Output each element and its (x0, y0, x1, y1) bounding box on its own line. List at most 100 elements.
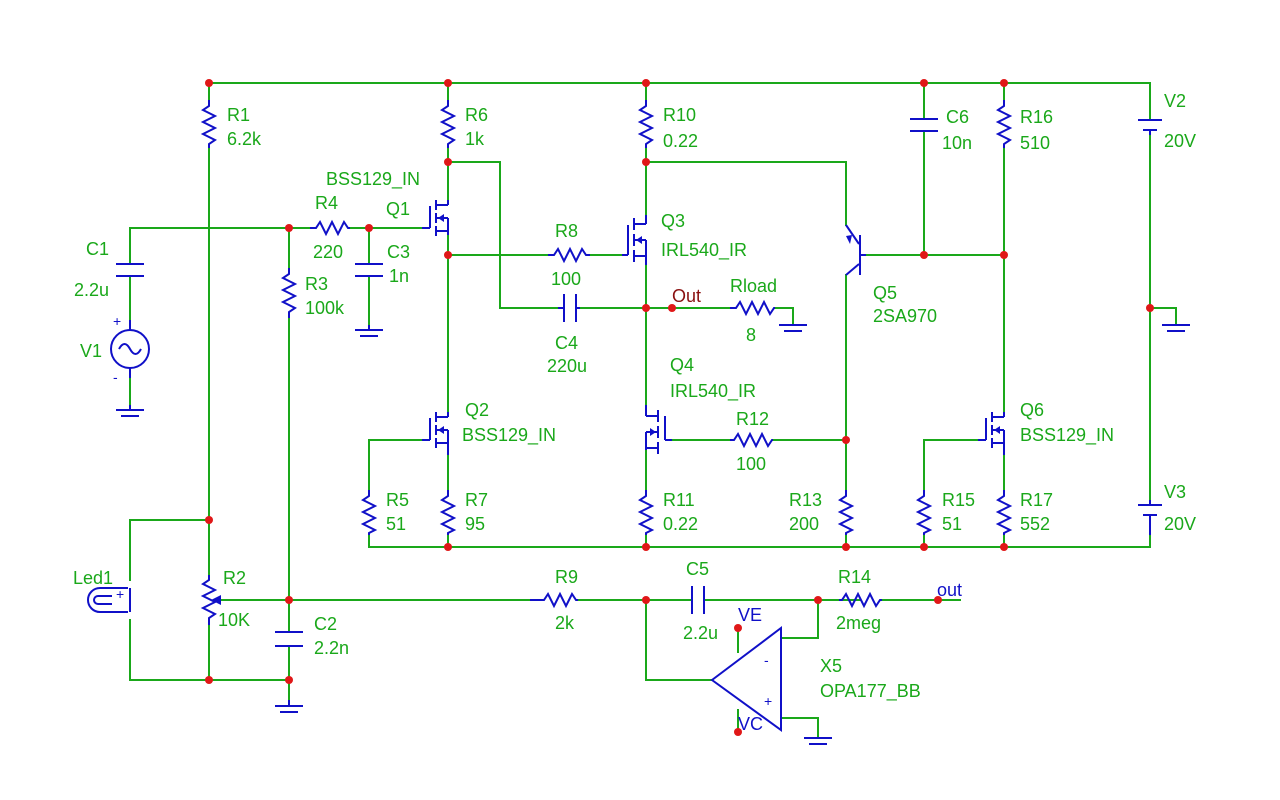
v3-ref: V3 (1164, 482, 1186, 502)
q1-model: BSS129_IN (326, 169, 420, 190)
r11-symbol (637, 490, 655, 535)
r7-symbol (439, 490, 457, 535)
r15-value: 51 (942, 514, 962, 534)
out-net-label: Out (672, 286, 701, 306)
r8-ref: R8 (555, 221, 578, 241)
q4-ref: Q4 (670, 355, 694, 375)
junction-nodes (205, 79, 1154, 736)
r4-symbol (310, 219, 350, 237)
r17-value: 552 (1020, 514, 1050, 534)
r14-value: 2meg (836, 613, 881, 633)
q6-mosfet-icon (978, 412, 1005, 455)
c6-ref: C6 (946, 107, 969, 127)
q2-ref: Q2 (465, 400, 489, 420)
c2-value: 2.2n (314, 638, 349, 658)
r2-wiper-arrow (211, 595, 221, 605)
r10-ref: R10 (663, 105, 696, 125)
component-labels: R1 6.2k R6 1k R10 0.22 C6 10n R16 510 V2… (73, 91, 1196, 734)
c4-value: 220u (547, 356, 587, 376)
ground-icon-c2 (275, 700, 303, 713)
v1-ref: V1 (80, 341, 102, 361)
q3-ref: Q3 (661, 211, 685, 231)
ground-icon-rload (779, 324, 807, 332)
r9-symbol (530, 591, 578, 609)
ground-icon-opamp (804, 737, 832, 745)
r7-value: 95 (465, 514, 485, 534)
r5-symbol (360, 490, 378, 535)
r17-symbol (995, 490, 1013, 535)
r6-value: 1k (465, 129, 485, 149)
rload-symbol (730, 299, 775, 317)
r1-value: 6.2k (227, 129, 262, 149)
v2-value: 20V (1164, 131, 1196, 151)
q2-model: BSS129_IN (462, 425, 556, 446)
v1-source-icon: + - (110, 313, 150, 385)
c2-symbol (275, 631, 303, 647)
r8-value: 100 (551, 269, 581, 289)
r9-ref: R9 (555, 567, 578, 587)
r10-value: 0.22 (663, 131, 698, 151)
c4-symbol (558, 294, 580, 322)
ground-icon-supply (1162, 324, 1190, 332)
x5-model: OPA177_BB (820, 681, 921, 702)
q1-ref: Q1 (386, 199, 410, 219)
q6-model: BSS129_IN (1020, 425, 1114, 446)
ground-icon-v1 (116, 405, 144, 417)
r2-symbol (200, 575, 218, 625)
q4-mosfet-icon (645, 405, 672, 454)
c5-ref: C5 (686, 559, 709, 579)
r6-symbol (439, 100, 457, 148)
led1-ref: Led1 (73, 568, 113, 588)
q4-model: IRL540_IR (670, 381, 756, 402)
c6-value: 10n (942, 133, 972, 153)
r15-symbol (915, 490, 933, 535)
x5-opamp-icon: - + (710, 625, 782, 732)
r10-symbol (637, 100, 655, 148)
q3-model: IRL540_IR (661, 240, 747, 261)
r13-value: 200 (789, 514, 819, 534)
r11-ref: R11 (663, 490, 695, 510)
r4-ref: R4 (315, 193, 338, 213)
c5-symbol (691, 586, 705, 614)
led1-icon: + (87, 586, 131, 613)
c1-symbol (116, 263, 144, 277)
r3-ref: R3 (305, 274, 328, 294)
r6-ref: R6 (465, 105, 488, 125)
r4-value: 220 (313, 242, 343, 262)
c3-value: 1n (389, 266, 409, 286)
r7-ref: R7 (465, 490, 488, 510)
vc-pin-label: VC (738, 714, 763, 734)
c1-ref: C1 (86, 239, 109, 259)
r17-ref: R17 (1020, 490, 1053, 510)
c3-symbol (355, 263, 383, 277)
q3-mosfet-icon (622, 215, 647, 265)
r14-symbol (838, 591, 882, 609)
ve-pin-label: VE (738, 605, 762, 625)
component-symbols: + - (87, 100, 1190, 745)
ground-icon-c3 (355, 325, 383, 337)
r16-ref: R16 (1020, 107, 1053, 127)
led1-plus-sign: + (116, 586, 124, 602)
r16-symbol (995, 100, 1013, 148)
r13-symbol (837, 490, 855, 535)
q1-mosfet-icon (422, 200, 449, 236)
r3-symbol (280, 268, 298, 318)
opamp-plus-sign: + (764, 693, 772, 709)
rload-value: 8 (746, 325, 756, 345)
c6-symbol (910, 118, 938, 132)
v1-minus-sign: - (113, 369, 118, 385)
r14-ref: R14 (838, 567, 871, 587)
rload-ref: Rload (730, 276, 777, 296)
r16-value: 510 (1020, 133, 1050, 153)
v3-battery-icon (1138, 500, 1162, 535)
c2-ref: C2 (314, 614, 337, 634)
r1-symbol (200, 100, 218, 148)
r12-symbol (730, 431, 773, 449)
opamp-minus-sign: - (764, 652, 769, 668)
r2-ref: R2 (223, 568, 246, 588)
v1-plus-sign: + (113, 313, 121, 329)
r8-symbol (548, 246, 590, 264)
r12-ref: R12 (736, 409, 769, 429)
r9-value: 2k (555, 613, 575, 633)
